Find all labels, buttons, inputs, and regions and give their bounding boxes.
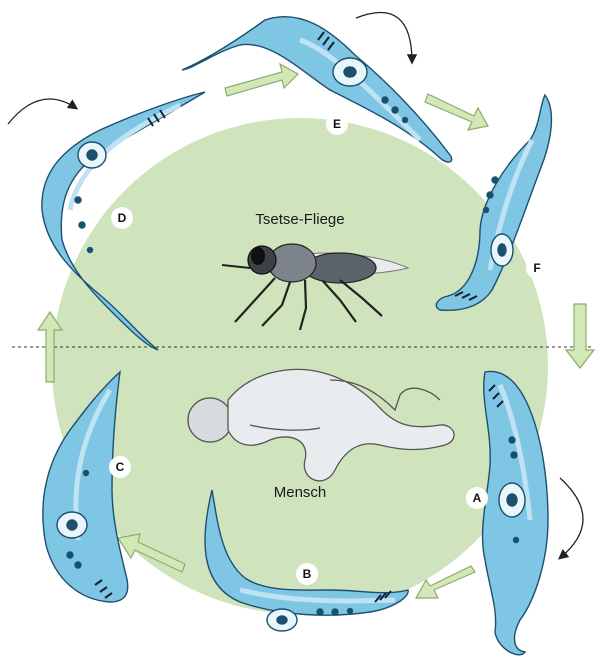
stage-letter-c: C <box>116 460 125 474</box>
stage-marker-e: E <box>326 113 348 135</box>
rotation-arrow-d <box>8 99 76 124</box>
host-label: Mensch <box>274 484 327 501</box>
stage-letter-f: F <box>533 261 540 275</box>
stage-marker-d: D <box>111 207 133 229</box>
stage-marker-b: B <box>296 563 318 585</box>
stage-letter-d: D <box>118 211 127 225</box>
stage-letter-a: A <box>473 491 482 505</box>
stage-marker-c: C <box>109 456 131 478</box>
cycle-arrow-d-to-e <box>225 64 298 96</box>
rotation-arrow-e <box>356 13 412 63</box>
cycle-arrow-f-to-a <box>566 304 594 368</box>
stage-marker-f: F <box>526 257 548 279</box>
stage-letter-e: E <box>333 117 341 131</box>
stage-marker-a: A <box>466 487 488 509</box>
cycle-arrow-e-to-f <box>425 94 488 130</box>
stage-letter-b: B <box>303 567 312 581</box>
rotation-arrow-a <box>560 478 583 558</box>
vector-label: Tsetse-Fliege <box>255 211 344 228</box>
